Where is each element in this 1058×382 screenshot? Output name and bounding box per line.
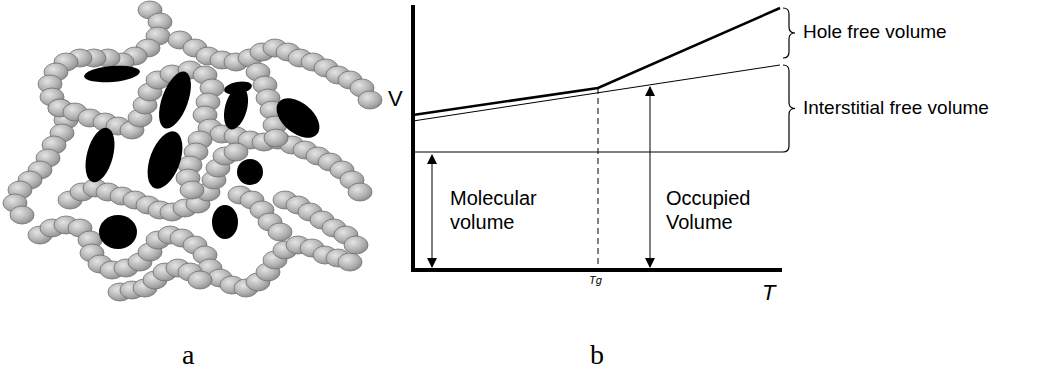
brace-label: Hole free volume <box>803 21 947 44</box>
axis-label: V <box>388 86 403 112</box>
tick-label-box: Tg <box>589 274 602 287</box>
tick-label: Tg <box>589 274 602 287</box>
brace-label: Interstitial free volume <box>803 97 989 120</box>
volume-plot <box>411 5 795 272</box>
brace-label-box: Interstitial free volume <box>803 97 989 120</box>
interstitial-volume-brace <box>783 65 795 152</box>
arrow-label-box: Molecular volume <box>450 186 565 234</box>
hole-volume-brace <box>783 8 795 58</box>
axis-label-box: V <box>388 86 403 112</box>
panel-letter-box: a <box>182 338 194 372</box>
x-axis <box>411 268 782 272</box>
axis-label-box: T <box>762 280 775 306</box>
panel-letter-box: b <box>590 338 604 372</box>
arrow-label-box: Occupied Volume <box>666 186 781 234</box>
tg-dashed-line <box>598 88 599 268</box>
axis-label: T <box>762 280 775 306</box>
polymer-chains <box>15 10 370 292</box>
free-volume-holes <box>80 64 327 249</box>
arrow-label: Molecular volume <box>450 186 565 234</box>
panel-letter: a <box>182 338 194 372</box>
panel-letter: b <box>590 338 604 372</box>
molecular-volume-arrow <box>432 155 433 267</box>
occupied-volume-line <box>413 65 780 121</box>
brace-label-box: Hole free volume <box>803 21 947 44</box>
occupied-volume-arrow <box>650 87 651 267</box>
y-axis <box>411 5 415 272</box>
total-volume-curve <box>413 8 780 115</box>
arrow-label: Occupied Volume <box>666 186 781 234</box>
